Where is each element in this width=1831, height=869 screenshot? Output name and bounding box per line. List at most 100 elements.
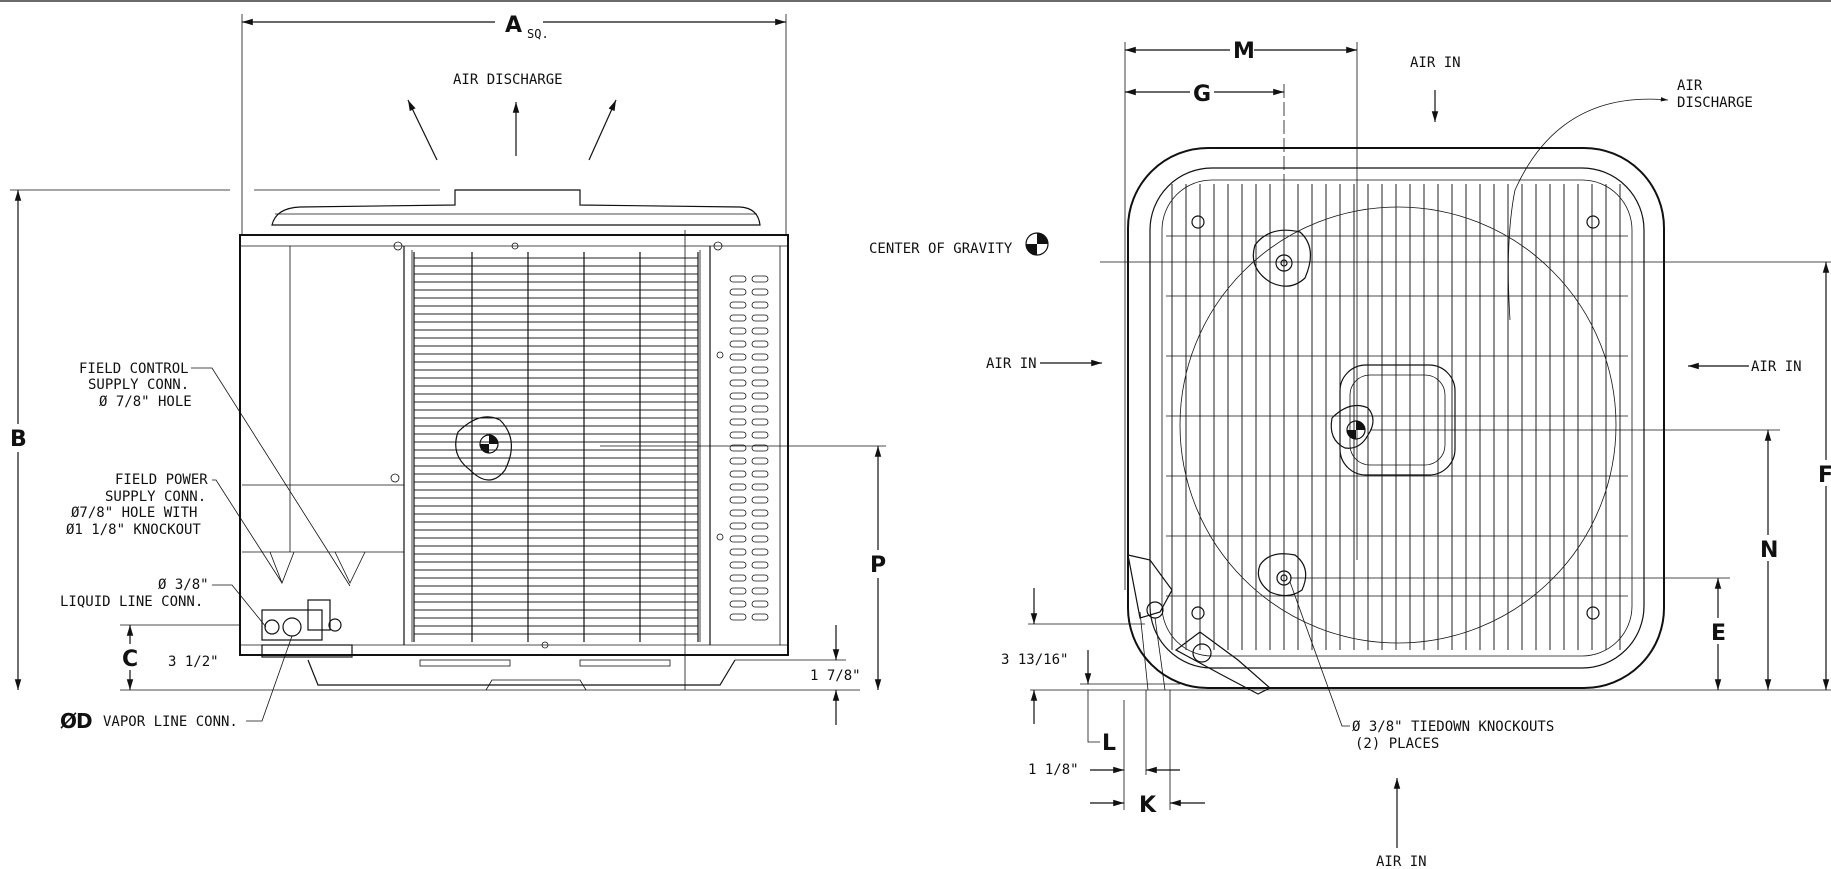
dim-3-1-2: 3 1/2" bbox=[168, 654, 219, 670]
tiedown-knockout-top bbox=[1252, 229, 1311, 287]
dim-1-7-8: 1 7/8" bbox=[810, 668, 861, 684]
vent-slot bbox=[751, 340, 769, 348]
vapor-line-leader bbox=[246, 635, 293, 722]
vent-slot bbox=[729, 483, 747, 491]
top-view: CENTER OF GRAVITY M G AIR IN AIR DISCHAR… bbox=[869, 36, 1831, 869]
vent-slot bbox=[751, 275, 769, 283]
vent-slot bbox=[751, 600, 769, 608]
field-power-line-3: Ø7/8" HOLE WITH bbox=[71, 505, 197, 521]
vapor-line-label: VAPOR LINE CONN. bbox=[103, 714, 238, 730]
vent-slot bbox=[751, 535, 769, 543]
vent-slot bbox=[751, 366, 769, 374]
cog-legend-label: CENTER OF GRAVITY bbox=[869, 241, 1013, 257]
dim-3-13-16: 3 13/16" bbox=[1001, 652, 1068, 668]
fan-motor-outer bbox=[1339, 364, 1456, 476]
field-control-line-3: Ø 7/8" HOLE bbox=[99, 394, 192, 410]
discharge-arrow-left bbox=[407, 99, 438, 161]
unit-top-cap bbox=[271, 189, 761, 226]
field-control-leader bbox=[191, 367, 351, 587]
vent-slot bbox=[729, 379, 747, 387]
vapor-line-prefix: Ø bbox=[60, 709, 77, 733]
vent-slot bbox=[751, 496, 769, 504]
vent-slot bbox=[729, 470, 747, 478]
vent-slot bbox=[751, 483, 769, 491]
vent-slot bbox=[751, 379, 769, 387]
dim-d-label: D bbox=[76, 709, 93, 733]
air-discharge-top-line-1: AIR bbox=[1677, 78, 1703, 94]
unit-base bbox=[307, 659, 736, 686]
vent-slot bbox=[751, 288, 769, 296]
liquid-line-line-2: LIQUID LINE CONN. bbox=[60, 594, 203, 610]
vent-slot bbox=[751, 301, 769, 309]
cog-blob-top bbox=[1330, 405, 1374, 449]
vent-slot bbox=[729, 405, 747, 413]
dim-p-label: P bbox=[870, 553, 886, 578]
vent-slot bbox=[729, 288, 747, 296]
air-discharge-top-line-2: DISCHARGE bbox=[1677, 95, 1753, 111]
vent-slot bbox=[729, 314, 747, 322]
vent-slot bbox=[729, 431, 747, 439]
cog-blob-side bbox=[455, 416, 512, 481]
air-discharge-label: AIR DISCHARGE bbox=[453, 72, 563, 88]
dim-c-label: C bbox=[122, 647, 138, 672]
vent-slot bbox=[729, 522, 747, 530]
air-in-right-label: AIR IN bbox=[1751, 359, 1802, 375]
field-power-leader bbox=[212, 479, 283, 584]
vent-slot bbox=[751, 405, 769, 413]
field-control-line-1: FIELD CONTROL bbox=[79, 361, 189, 377]
tiedown-leader bbox=[1289, 581, 1350, 727]
valve-block-top bbox=[1127, 554, 1173, 619]
top-casing-inner bbox=[1149, 167, 1645, 669]
vent-slot bbox=[751, 431, 769, 439]
vent-slot bbox=[751, 613, 769, 621]
dim-a-sq: SQ. bbox=[527, 27, 549, 41]
field-power-line-4: Ø1 1/8" KNOCKOUT bbox=[66, 522, 201, 538]
dim-f-label: F bbox=[1818, 463, 1831, 488]
cog-legend-icon bbox=[1025, 232, 1049, 256]
vent-slot bbox=[751, 392, 769, 400]
vent-slot bbox=[729, 561, 747, 569]
liquid-line-line-1: Ø 3/8" bbox=[158, 577, 209, 593]
liquid-line-leader bbox=[212, 584, 267, 628]
vent-slot bbox=[729, 509, 747, 517]
tiedown-line-2: (2) PLACES bbox=[1355, 736, 1439, 752]
field-power-line-1: FIELD POWER bbox=[115, 472, 208, 488]
vent-slot bbox=[751, 509, 769, 517]
side-vent-slots bbox=[729, 275, 769, 621]
vent-slot bbox=[729, 574, 747, 582]
vent-slot bbox=[751, 587, 769, 595]
vent-slot bbox=[729, 275, 747, 283]
air-in-bottom-label: AIR IN bbox=[1376, 854, 1427, 869]
louver-fins bbox=[414, 257, 698, 635]
vent-slot bbox=[729, 353, 747, 361]
vent-slot bbox=[751, 327, 769, 335]
dim-l-label: L bbox=[1102, 731, 1116, 756]
vent-slot bbox=[729, 587, 747, 595]
fan-grille bbox=[1166, 184, 1628, 650]
air-in-left-label: AIR IN bbox=[986, 356, 1037, 372]
vent-slot bbox=[729, 600, 747, 608]
vent-slot bbox=[751, 457, 769, 465]
vent-slot bbox=[751, 444, 769, 452]
vent-slot bbox=[729, 418, 747, 426]
field-control-line-2: SUPPLY CONN. bbox=[88, 377, 189, 393]
dim-m-label: M bbox=[1233, 39, 1255, 64]
dim-g-label: G bbox=[1193, 82, 1211, 107]
field-power-line-2: SUPPLY CONN. bbox=[105, 489, 206, 505]
vent-slot bbox=[751, 470, 769, 478]
dim-e-label: E bbox=[1711, 621, 1726, 646]
vent-slot bbox=[729, 327, 747, 335]
vent-slot bbox=[729, 496, 747, 504]
side-view: A SQ. AIR DISCHARGE B bbox=[8, 10, 890, 733]
vent-slot bbox=[751, 548, 769, 556]
vent-slot bbox=[729, 366, 747, 374]
vent-slot bbox=[751, 418, 769, 426]
vent-slot bbox=[751, 522, 769, 530]
dim-1-1-8: 1 1/8" bbox=[1028, 762, 1079, 778]
air-in-top-label: AIR IN bbox=[1410, 55, 1461, 71]
dim-k-label: K bbox=[1139, 793, 1157, 818]
vent-slot bbox=[729, 340, 747, 348]
vent-slot bbox=[729, 444, 747, 452]
service-valves bbox=[261, 599, 353, 658]
